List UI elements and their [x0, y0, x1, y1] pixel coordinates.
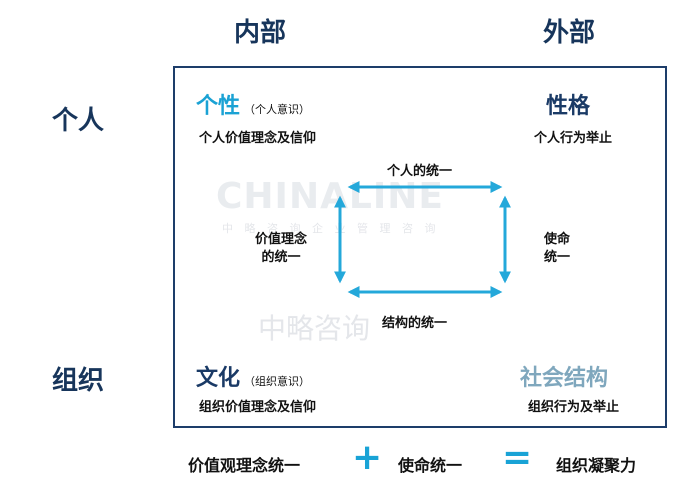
quadrant-desc-org-behavior: 组织行为及举止	[528, 400, 620, 415]
quadrant-title-personality: 个性（个人意识）	[196, 88, 310, 120]
plus-icon: +	[352, 437, 383, 478]
cycle-label-personal-unity: 个人的统一	[387, 164, 453, 179]
quadrant-title-culture-text: 文化	[196, 366, 241, 391]
matrix-frame	[173, 66, 667, 428]
cycle-label-mission-unity-line1: 使命	[544, 232, 571, 247]
quadrant-subtitle-org-awareness: （组织意识）	[244, 375, 311, 388]
quadrant-title-social-structure: 社会结构	[520, 366, 609, 391]
row-header-organization: 组织	[52, 366, 105, 396]
quadrant-desc-org-values: 组织价值理念及信仰	[199, 400, 317, 415]
cycle-label-values-unity: 价值理念 的统一	[255, 231, 307, 267]
column-header-outer: 外部	[543, 18, 596, 48]
formula-term-mission: 使命统一	[398, 456, 463, 475]
cycle-label-values-unity-line2: 的统一	[261, 250, 301, 265]
cycle-label-mission-unity: 使命 统一	[544, 231, 570, 267]
quadrant-title-personality-text: 个性	[196, 94, 241, 119]
quadrant-desc-personal-values: 个人价值理念及信仰	[199, 131, 317, 146]
cycle-label-structure-unity: 结构的统一	[382, 316, 448, 331]
equals-icon: =	[502, 437, 533, 478]
quadrant-subtitle-personal-awareness: （个人意识）	[244, 103, 311, 116]
quadrant-title-character: 性格	[546, 94, 591, 119]
formula-result-cohesion: 组织凝聚力	[556, 456, 637, 475]
quadrant-title-culture: 文化（组织意识）	[196, 360, 310, 392]
cycle-label-mission-unity-line2: 统一	[544, 250, 571, 265]
row-header-individual: 个人	[52, 106, 105, 136]
watermark-chinese: 中略咨询	[258, 312, 371, 345]
formula-term-values: 价值观理念统一	[188, 456, 301, 475]
column-header-inner: 内部	[234, 18, 287, 48]
watermark-small-text: 中 略 咨 询 企 业 管 理 咨 询	[222, 222, 440, 235]
quadrant-desc-personal-behavior: 个人行为举止	[534, 131, 613, 146]
cycle-label-values-unity-line1: 价值理念	[255, 232, 308, 247]
